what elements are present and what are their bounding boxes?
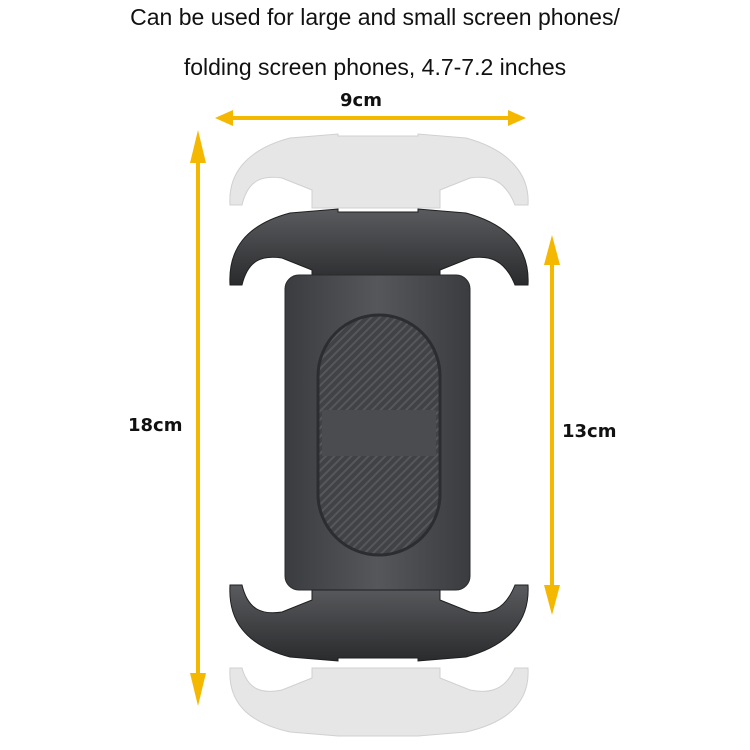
inner-height-label: 13cm bbox=[562, 421, 617, 442]
caption-line-1: Can be used for large and small screen p… bbox=[130, 4, 620, 30]
height-arrow bbox=[190, 130, 206, 706]
height-label: 18cm bbox=[128, 415, 183, 436]
width-label: 9cm bbox=[340, 90, 382, 111]
bottom-clamp-extended bbox=[229, 667, 529, 737]
bottom-clamp bbox=[229, 584, 529, 662]
top-clamp-extended bbox=[229, 133, 529, 209]
width-arrow bbox=[215, 110, 526, 126]
inner-height-arrow bbox=[544, 235, 560, 615]
top-clamp bbox=[229, 208, 529, 286]
caption-line-2: folding screen phones, 4.7-7.2 inches bbox=[183, 54, 567, 80]
